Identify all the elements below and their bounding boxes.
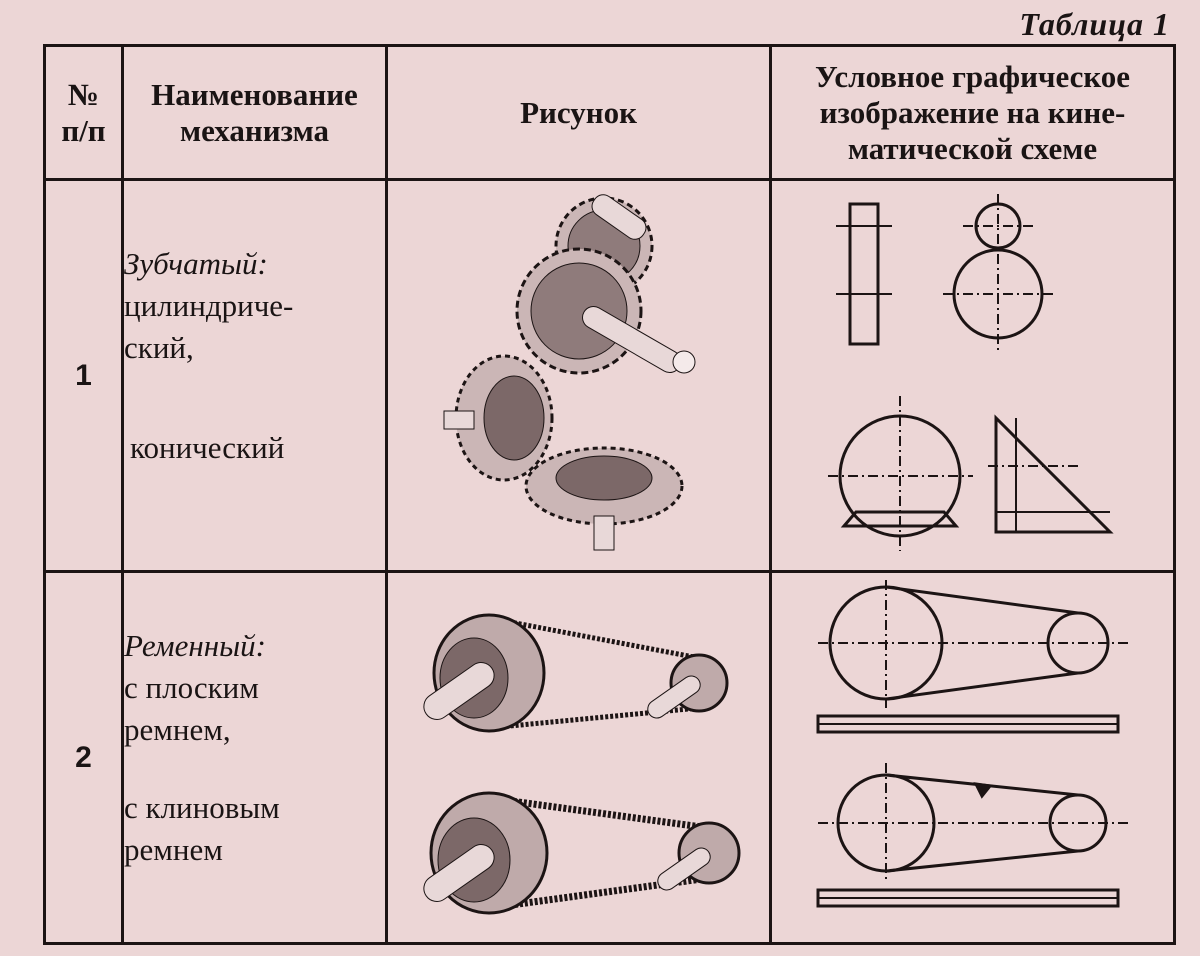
belts-illustration xyxy=(422,613,740,914)
picture-cell xyxy=(385,178,772,573)
header-symbol: Условное графическое изображение на кине… xyxy=(769,44,1176,181)
spur-gear-symbol-icon xyxy=(835,193,1053,351)
symbol-cell xyxy=(769,570,1176,945)
header-name: Наименование механизма xyxy=(121,44,388,181)
table-row: 1 Зубчатый: цилиндриче- ский, конический xyxy=(43,178,1176,573)
table-caption: Таблица 1 xyxy=(1019,6,1170,42)
bevel-gear-icon xyxy=(443,354,683,550)
table-row: 2 Ременный: с плоским ремнем, с клиновым… xyxy=(43,570,1176,945)
row-number: 1 xyxy=(43,178,124,573)
mechanisms-table: № п/п Наименование механизма Рисунок Усл… xyxy=(43,44,1176,945)
gears-illustration xyxy=(443,193,695,550)
symbol-cell xyxy=(769,178,1176,573)
gear-symbols xyxy=(827,193,1114,551)
v-belt-drive-icon xyxy=(422,791,740,914)
mechanism-name: Ременный: с плоским ремнем, с клиновым р… xyxy=(121,570,388,945)
picture-cell xyxy=(385,570,772,945)
bevel-gear-symbol-icon xyxy=(827,395,1114,551)
flat-belt-symbol-icon xyxy=(816,579,1128,733)
header-row: № п/п Наименование механизма Рисунок Усл… xyxy=(43,44,1176,181)
mechanism-name: Зубчатый: цилиндриче- ский, конический xyxy=(121,178,388,573)
spur-gear-icon xyxy=(515,193,695,374)
header-num: № п/п xyxy=(43,44,124,181)
v-belt-symbol-icon xyxy=(816,762,1128,907)
row-number: 2 xyxy=(43,570,124,945)
header-picture: Рисунок xyxy=(385,44,772,181)
belt-symbols xyxy=(816,579,1128,907)
flat-belt-drive-icon xyxy=(422,613,728,732)
